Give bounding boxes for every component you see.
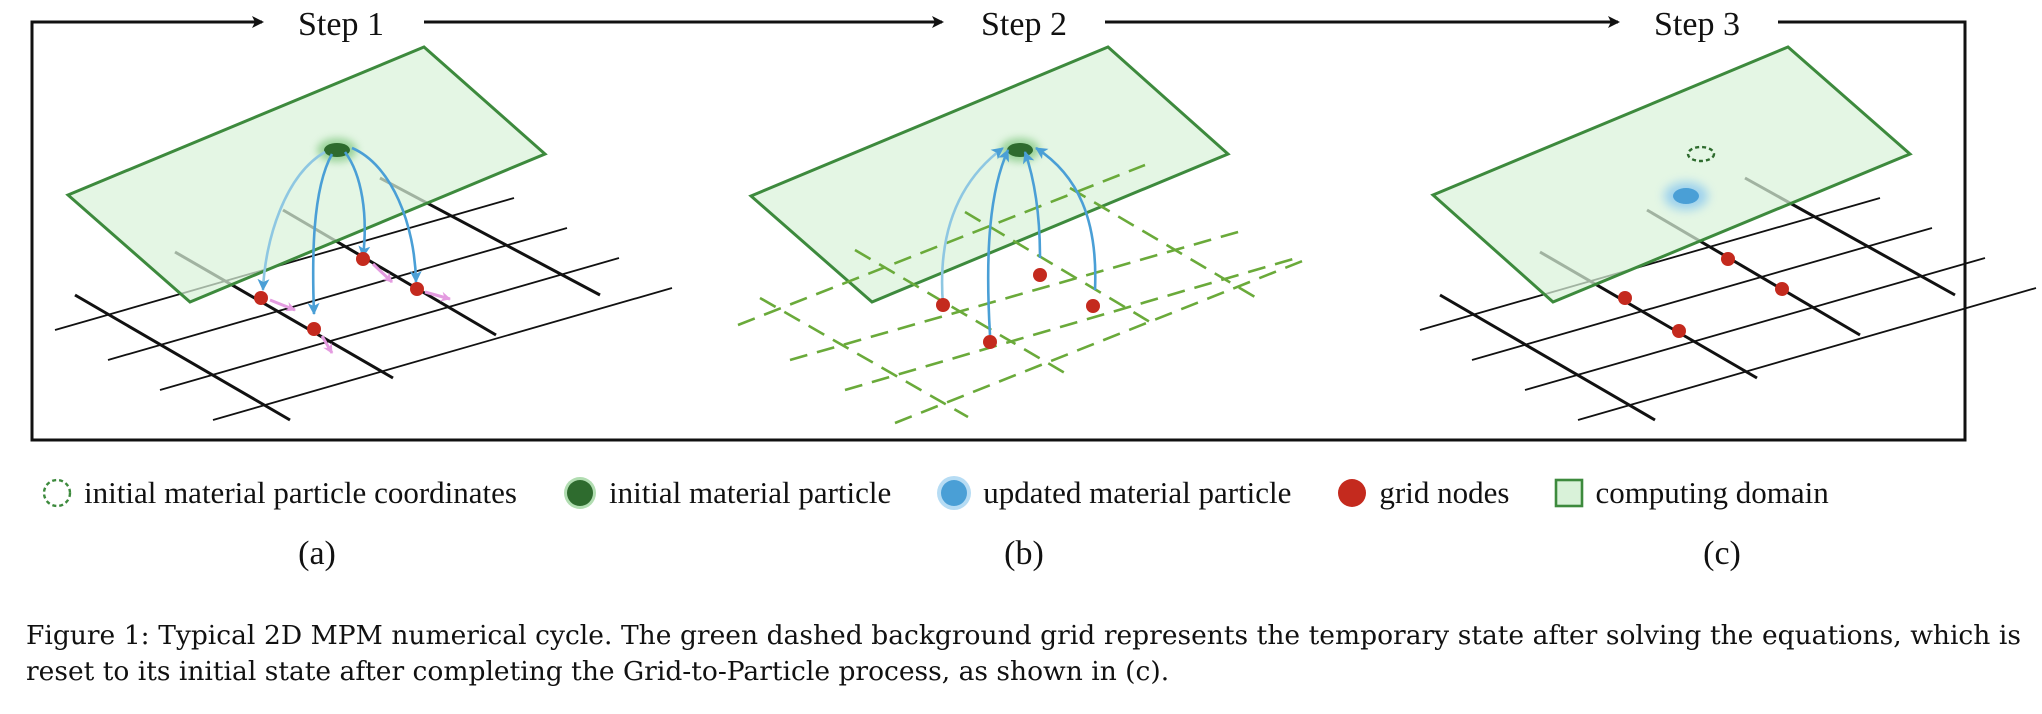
background-grid-c [1419,176,2037,422]
legend-initial-coordinates: initial material particle coordinates [40,475,517,511]
initial-particle-a [324,143,350,157]
p2g-arrows-a [257,146,422,315]
legend-initial-coordinates-label: initial material particle coordinates [84,475,517,510]
computing-domain-b [748,45,1231,304]
velocity-arrows-a [269,262,451,354]
red-dot-icon [1338,479,1367,507]
legend-initial-particle: initial material particle [561,474,891,512]
legend-grid-nodes-label: grid nodes [1379,475,1510,510]
panel-b-label: (b) [1004,535,1044,572]
panel-a [54,45,673,422]
grid-nodes-c [1618,252,1789,338]
mpm-cycle-diagram: Step 1 Step 2 Step 3 [30,6,2037,442]
panel-b [737,45,1306,425]
step-3-label: Step 3 [1654,6,1740,43]
g2p-arrows-b [940,146,1097,336]
grid-nodes-b [936,268,1100,349]
computing-domain-a [65,45,548,304]
initial-coordinates-marker-c [1686,145,1716,163]
legend-computing-domain-label: computing domain [1595,475,1829,510]
step-2-label: Step 2 [981,6,1067,43]
blue-dot-icon [937,476,972,510]
panel-a-label: (a) [298,535,336,572]
panel-c [1419,45,2037,422]
green-square-icon [1555,478,1584,508]
legend-updated-particle: updated material particle [935,474,1291,512]
step-1-label: Step 1 [298,6,384,43]
legend: initial material particle coordinates in… [40,468,2020,518]
initial-particle-b [1007,143,1033,157]
legend-initial-particle-label: initial material particle [608,475,892,510]
legend-computing-domain: computing domain [1553,475,1829,511]
grid-nodes-a [254,252,424,336]
dashed-circle-icon [42,478,72,508]
computing-domain-c [1430,45,1913,304]
legend-grid-nodes: grid nodes [1335,475,1509,511]
panel-c-label: (c) [1703,535,1741,572]
green-dot-icon [563,477,596,509]
updated-particle-c [1673,188,1699,204]
figure-caption: Figure 1: Typical 2D MPM numerical cycle… [26,620,2021,687]
legend-updated-particle-label: updated material particle [983,475,1292,510]
